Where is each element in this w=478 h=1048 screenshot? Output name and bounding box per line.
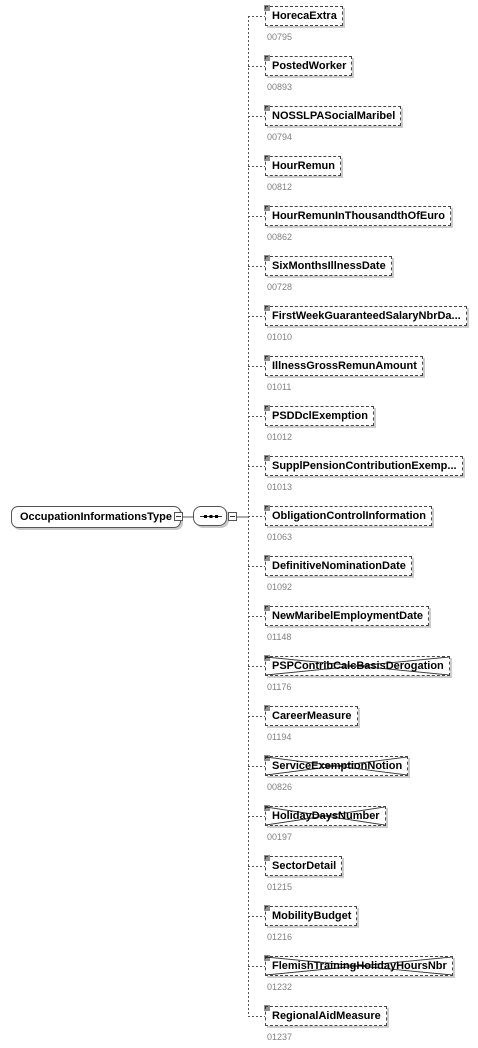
element-box[interactable]: RegionalAidMeasure — [264, 1005, 387, 1026]
element-code: 01010 — [267, 332, 293, 342]
element-icon — [264, 555, 270, 561]
element-name: FirstWeekGuaranteedSalaryNbrDa... — [272, 310, 461, 322]
element-code: 01012 — [267, 432, 293, 442]
deprecated-strike-icon — [266, 657, 449, 675]
element-name: SupplPensionContributionExemp... — [272, 460, 457, 472]
root-type-label: OccupationInformationsType — [20, 511, 172, 523]
root-complex-type[interactable]: OccupationInformationsType — [11, 506, 181, 528]
element-code: 01063 — [267, 532, 293, 542]
element-icon — [264, 505, 270, 511]
element-box[interactable]: CareerMeasure — [264, 705, 358, 726]
element-name: PostedWorker — [272, 60, 347, 72]
element-icon — [264, 955, 270, 961]
element-code: 01092 — [267, 582, 293, 592]
root-collapse-icon[interactable] — [174, 512, 183, 521]
element-name: HourRemunInThousandthOfEuro — [272, 210, 445, 222]
element-name: CareerMeasure — [272, 710, 352, 722]
sequence-collapse-icon[interactable] — [228, 512, 237, 521]
element-code: 01194 — [267, 732, 292, 742]
element-box[interactable]: HourRemunInThousandthOfEuro — [264, 205, 451, 226]
element-code: 01232 — [267, 982, 293, 992]
element-box[interactable]: ObligationControlInformation — [264, 505, 432, 526]
element-code: 00728 — [267, 282, 293, 292]
element-code: 00812 — [267, 182, 293, 192]
element-code: 01148 — [267, 632, 292, 642]
element-code: 01011 — [267, 382, 292, 392]
element-icon — [264, 905, 270, 911]
element-name: NewMaribelEmploymentDate — [272, 610, 423, 622]
element-icon — [264, 455, 270, 461]
element-name: HourRemun — [272, 160, 335, 172]
element-name: HorecaExtra — [272, 10, 337, 22]
element-icon — [264, 155, 270, 161]
element-icon — [264, 305, 270, 311]
element-code: 00794 — [267, 132, 293, 142]
element-icon — [264, 255, 270, 261]
element-code: 00795 — [267, 32, 293, 42]
element-box[interactable]: MobilityBudget — [264, 905, 358, 926]
element-icon — [264, 1005, 270, 1011]
element-icon — [264, 355, 270, 361]
element-icon — [264, 405, 270, 411]
element-code: 00197 — [267, 832, 293, 842]
element-name: ServiceExemptionNotion — [272, 760, 403, 772]
deprecated-strike-icon — [266, 757, 408, 775]
element-name: RegionalAidMeasure — [272, 1010, 381, 1022]
element-name: FlemishTrainingHolidayHoursNbr — [272, 960, 447, 972]
element-name: MobilityBudget — [272, 910, 352, 922]
deprecated-strike-icon — [266, 807, 385, 825]
element-icon — [264, 5, 270, 11]
element-code: 01176 — [267, 682, 292, 692]
element-code: 00893 — [267, 82, 293, 92]
element-name: SixMonthsIllnessDate — [272, 260, 386, 272]
element-icon — [264, 105, 270, 111]
element-name: SectorDetail — [272, 860, 337, 872]
element-box[interactable]: HorecaExtra — [264, 5, 343, 26]
element-icon — [264, 205, 270, 211]
element-box[interactable]: SupplPensionContributionExemp... — [264, 455, 463, 476]
element-code: 01215 — [267, 882, 293, 892]
element-name: HolidayDaysNumber — [272, 810, 380, 822]
element-box[interactable]: SectorDetail — [264, 855, 343, 876]
element-box[interactable]: NOSSLPASocialMaribel — [264, 105, 402, 126]
element-box[interactable]: SixMonthsIllnessDate — [264, 255, 392, 276]
element-box[interactable]: PSDDclExemption — [264, 405, 374, 426]
element-name: DefinitiveNominationDate — [272, 560, 406, 572]
element-box[interactable]: PSPContribCalcBasisDerogation — [264, 655, 450, 676]
element-box[interactable]: ServiceExemptionNotion — [264, 755, 409, 776]
element-name: IllnessGrossRemunAmount — [272, 360, 417, 372]
element-box[interactable]: HourRemun — [264, 155, 341, 176]
element-icon — [264, 805, 270, 811]
element-box[interactable]: HolidayDaysNumber — [264, 805, 386, 826]
element-box[interactable]: IllnessGrossRemunAmount — [264, 355, 423, 376]
element-box[interactable]: PostedWorker — [264, 55, 353, 76]
element-icon — [264, 705, 270, 711]
element-box[interactable]: FirstWeekGuaranteedSalaryNbrDa... — [264, 305, 467, 326]
element-code: 00826 — [267, 782, 293, 792]
element-name: PSPContribCalcBasisDerogation — [272, 660, 444, 672]
element-name: NOSSLPASocialMaribel — [272, 110, 396, 122]
element-icon — [264, 55, 270, 61]
element-box[interactable]: FlemishTrainingHolidayHoursNbr — [264, 955, 453, 976]
element-icon — [264, 605, 270, 611]
element-icon — [264, 755, 270, 761]
sequence-icon — [200, 515, 222, 518]
element-name: PSDDclExemption — [272, 410, 368, 422]
element-box[interactable]: NewMaribelEmploymentDate — [264, 605, 429, 626]
element-icon — [264, 855, 270, 861]
element-code: 00862 — [267, 232, 293, 242]
element-code: 01237 — [267, 1032, 293, 1042]
element-code: 01013 — [267, 482, 293, 492]
element-code: 01216 — [267, 932, 293, 942]
element-icon — [264, 655, 270, 661]
sequence-compositor[interactable] — [193, 506, 227, 526]
element-name: ObligationControlInformation — [272, 510, 426, 522]
deprecated-strike-icon — [266, 957, 452, 975]
element-box[interactable]: DefinitiveNominationDate — [264, 555, 412, 576]
